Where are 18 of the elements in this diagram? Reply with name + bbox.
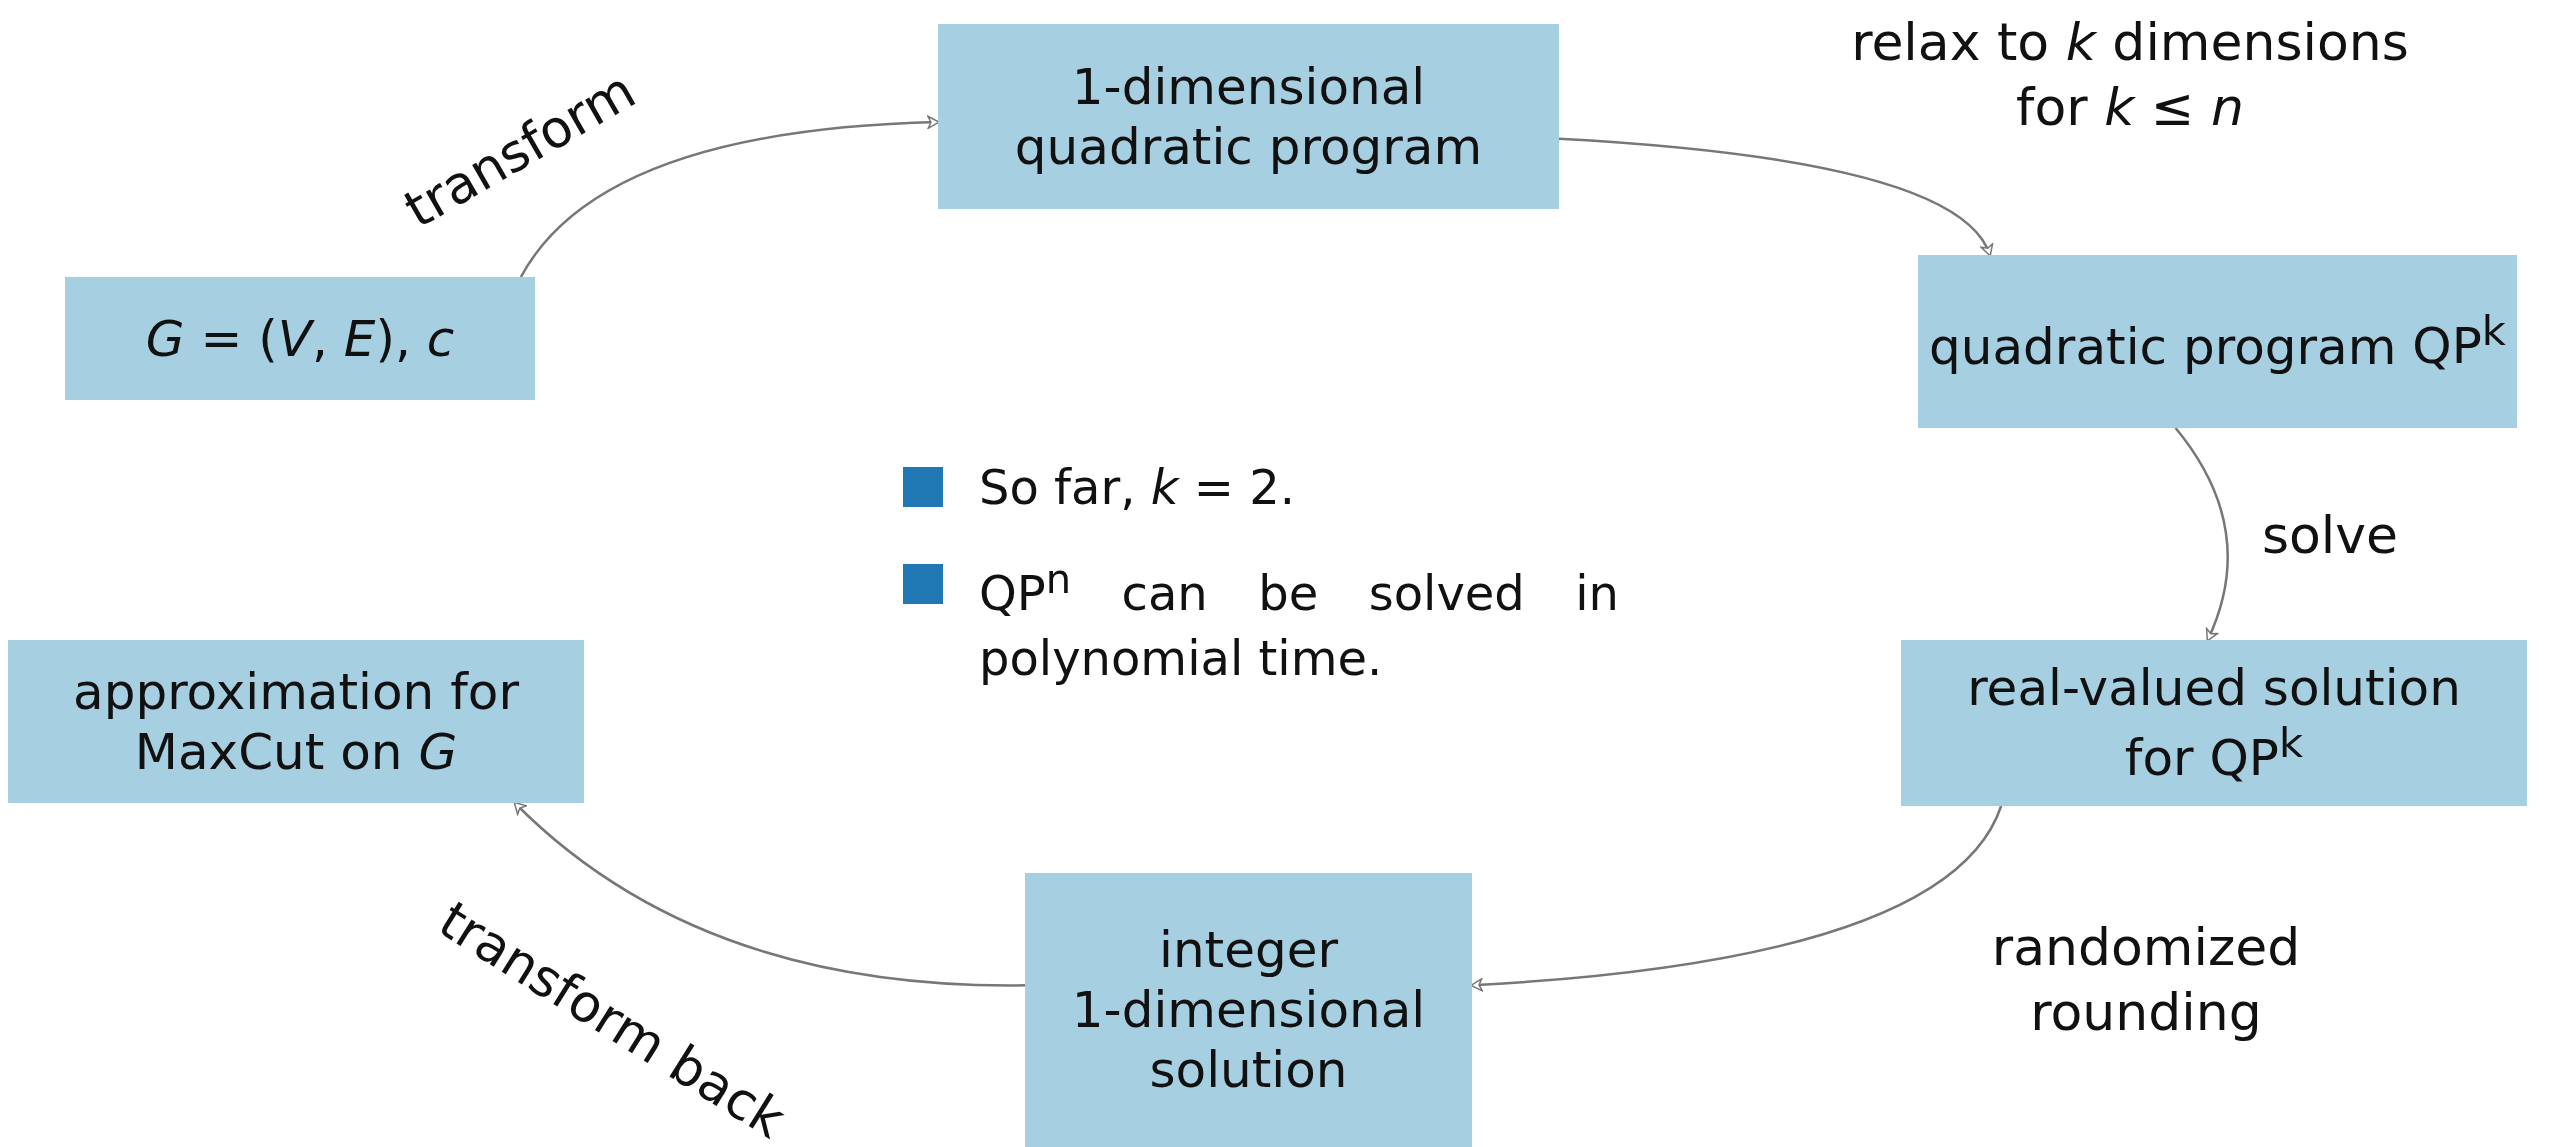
node-text: 1-dimensional quadratic program bbox=[1013, 56, 1484, 177]
process-box bbox=[1901, 640, 2527, 806]
node-text: quadratic program QP$^{k}$ bbox=[1929, 306, 2506, 377]
node-text: integer 1-dimensional solution bbox=[1070, 920, 1427, 1100]
curved-arrow bbox=[2174, 427, 2229, 642]
process-box bbox=[65, 277, 535, 400]
node-text: real-valued solution for QP$^{k}$ bbox=[1966, 658, 2462, 788]
bullet-text: So far, k = 2. bbox=[979, 458, 1296, 517]
process-box bbox=[938, 24, 1559, 209]
process-box bbox=[1025, 873, 1472, 1147]
process-box bbox=[1918, 255, 2517, 428]
curved-arrow bbox=[513, 801, 1025, 987]
process-box bbox=[8, 640, 584, 803]
node-text: approximation for MaxCut on G bbox=[72, 661, 520, 782]
curved-arrow bbox=[519, 115, 940, 278]
curved-arrow bbox=[1558, 137, 1992, 257]
bullet-text: QP$^{n}$ can be solved in polynomial time. bbox=[979, 555, 1619, 688]
node-text: G = (V, E), c bbox=[145, 308, 455, 369]
